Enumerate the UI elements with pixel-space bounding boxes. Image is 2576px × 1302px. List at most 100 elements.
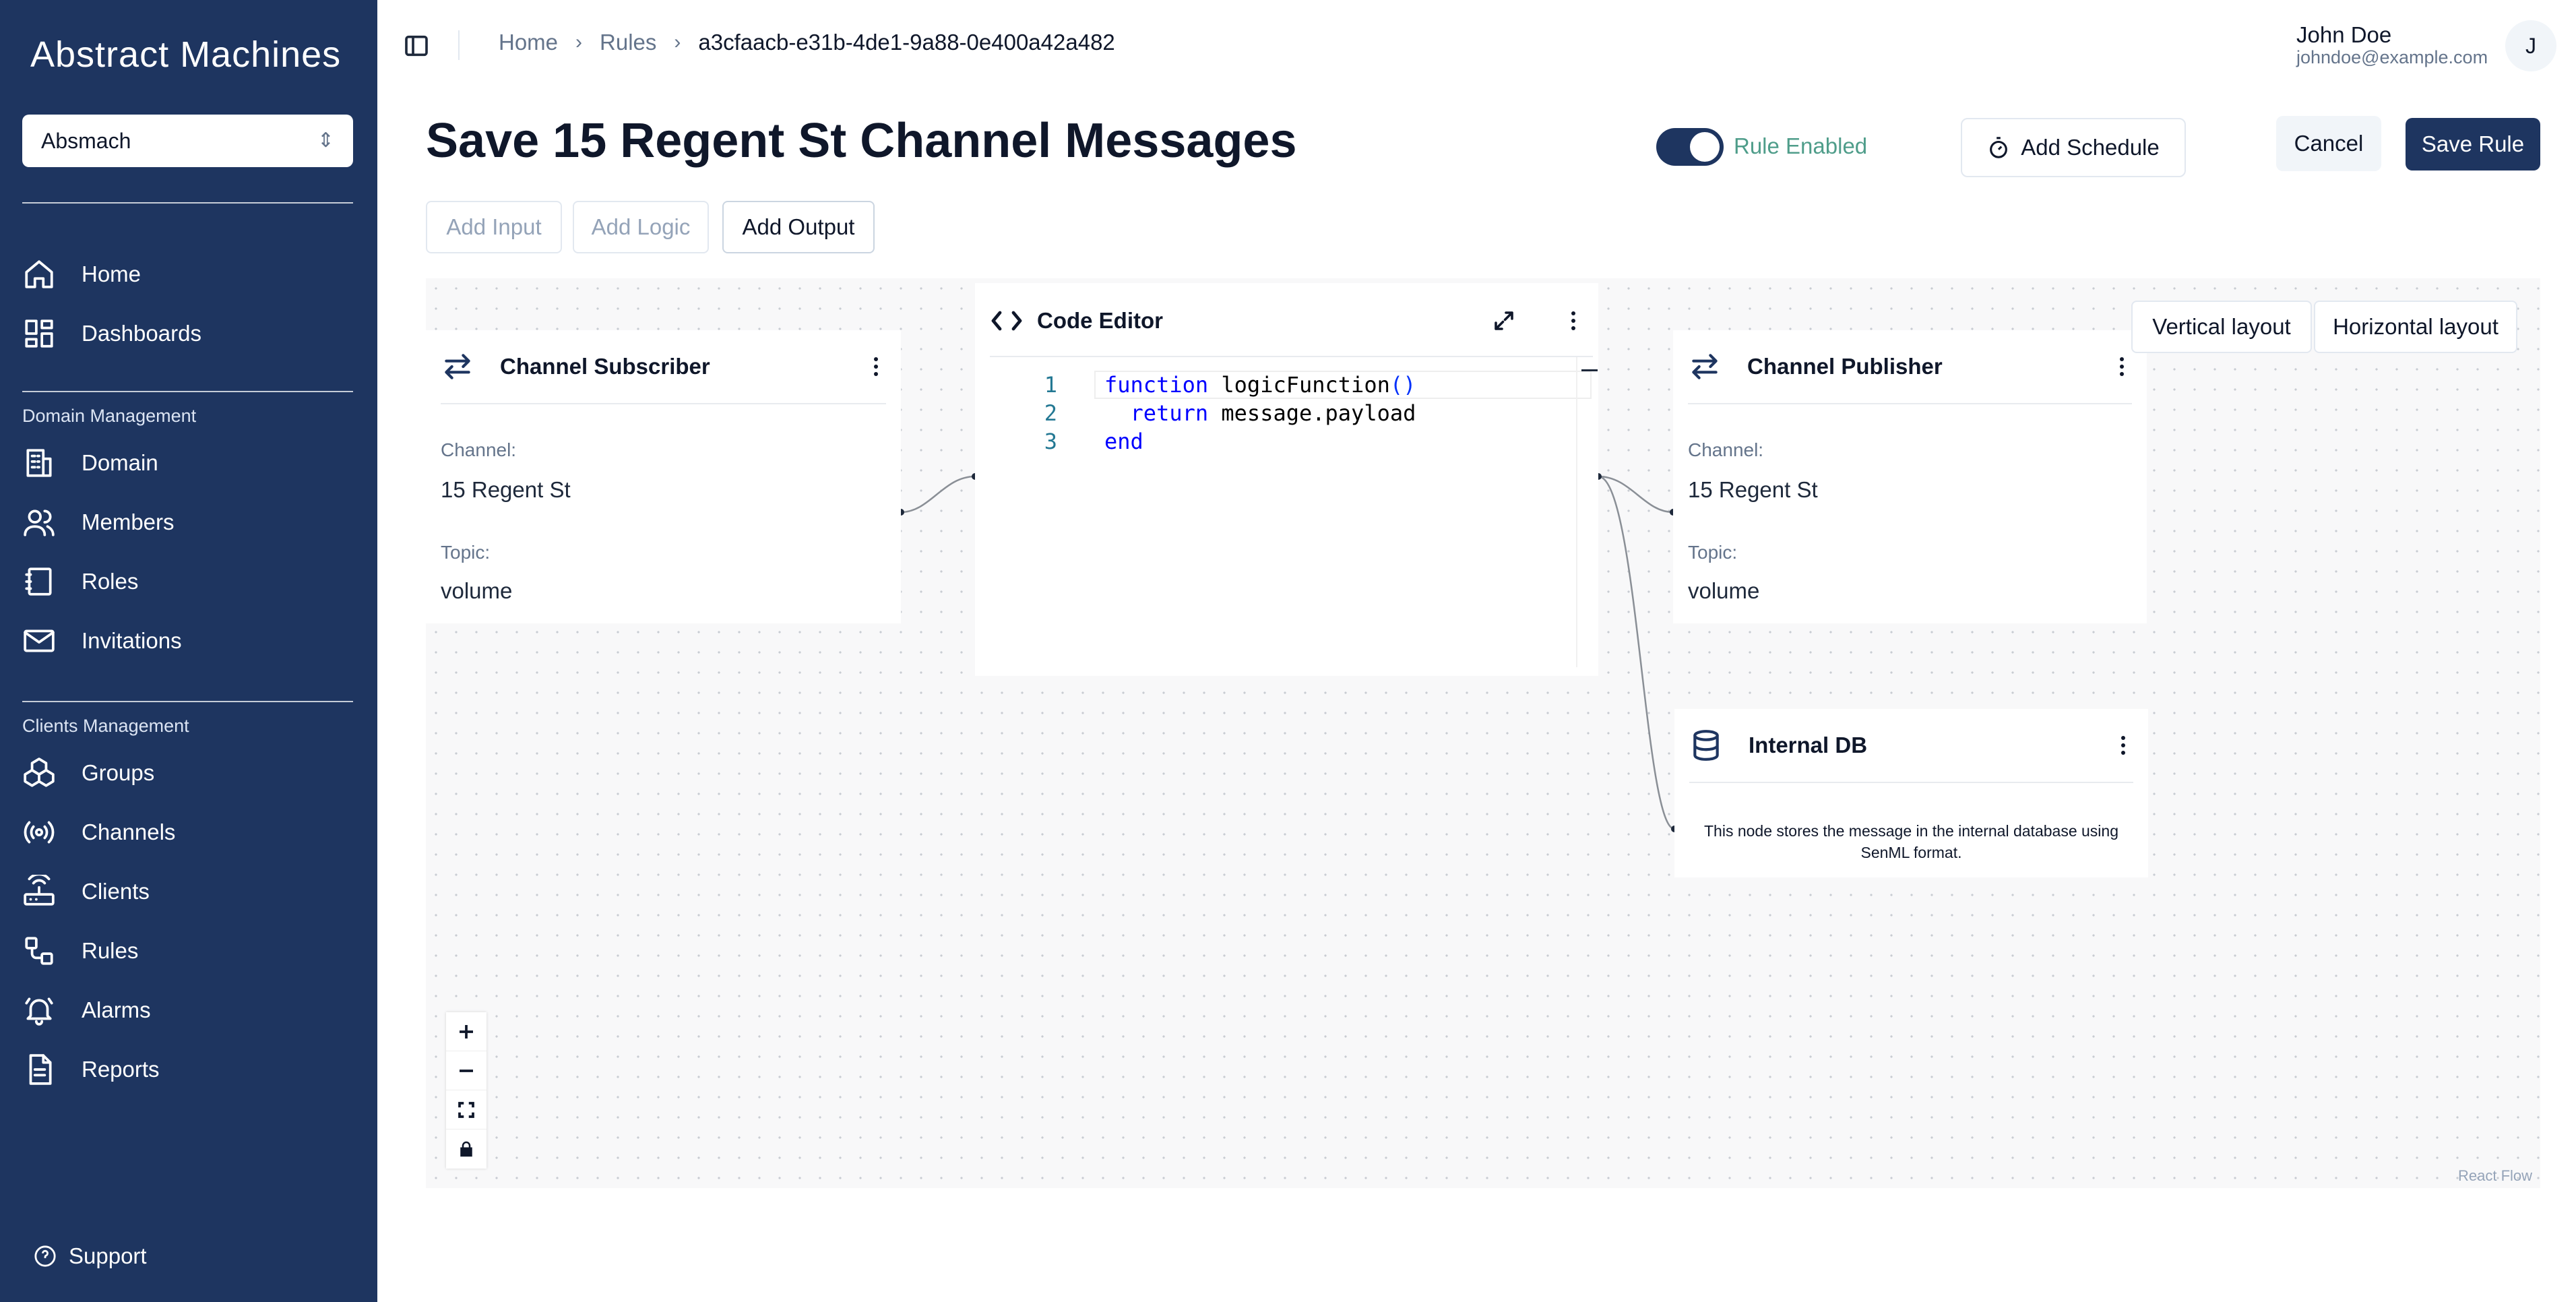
section-title-domain-management: Domain Management (22, 406, 197, 426)
user-name: John Doe (2296, 22, 2392, 47)
sidebar-item-clients[interactable]: Clients (22, 868, 150, 915)
node-description: This node stores the message in the inte… (1704, 822, 2118, 862)
sidebar-item-roles[interactable]: Roles (22, 558, 138, 605)
logo: Abstract Machines (30, 34, 342, 75)
node-channel-subscriber[interactable]: Channel Subscriber Channel: 15 Regent St… (426, 330, 901, 623)
sidebar-item-label: Alarms (82, 997, 151, 1022)
breadcrumb-rules[interactable]: Rules (600, 30, 657, 55)
sidebar-item-label: Rules (82, 938, 139, 963)
support-label: Support (69, 1243, 147, 1268)
add-input-button[interactable]: Add Input (426, 201, 562, 253)
sidebar: Abstract Machines Absmach ⇕ Home Dashboa… (0, 0, 377, 1302)
cancel-button[interactable]: Cancel (2276, 116, 2381, 171)
arrows-exchange-icon (1692, 354, 1718, 379)
rule-enabled-toggle[interactable] (1656, 128, 1724, 166)
sidebar-item-home[interactable]: Home (22, 251, 141, 298)
toggle-sidebar-button[interactable] (403, 32, 430, 59)
support-link[interactable]: Support (34, 1243, 147, 1269)
sidebar-item-reports[interactable]: Reports (22, 1046, 160, 1093)
page-title: Save 15 Regent St Channel Messages (426, 114, 1297, 168)
more-vertical-icon[interactable] (2112, 353, 2132, 380)
editor-scrollbar[interactable] (1576, 357, 1577, 667)
code-text: return message.payload (1130, 400, 1416, 426)
router-icon (24, 875, 55, 906)
section-title-clients-management: Clients Management (22, 716, 189, 736)
topic-label: Topic: (1688, 542, 1738, 563)
sidebar-item-members[interactable]: Members (22, 499, 175, 546)
sidebar-item-domain[interactable]: Domain (22, 439, 158, 487)
radio-icon (24, 821, 55, 844)
save-rule-button[interactable]: Save Rule (2406, 118, 2540, 170)
topic-value: volume (441, 578, 513, 603)
more-vertical-icon[interactable] (1563, 307, 1583, 334)
maximize-icon[interactable] (1492, 309, 1516, 333)
zoom-in-button[interactable] (446, 1012, 486, 1051)
code-text: function logicFunction() (1104, 372, 1416, 398)
lock-icon (460, 1141, 472, 1157)
more-vertical-icon[interactable] (2113, 732, 2133, 759)
breadcrumb-home[interactable]: Home (499, 30, 559, 55)
sidebar-item-label: Members (82, 509, 175, 534)
react-flow-attribution[interactable]: React Flow (2458, 1167, 2533, 1184)
fit-view-button[interactable] (446, 1090, 486, 1129)
sidebar-item-channels[interactable]: Channels (22, 809, 175, 856)
add-schedule-button[interactable]: Add Schedule (1961, 118, 2186, 177)
vertical-layout-button[interactable]: Vertical layout (2131, 301, 2312, 353)
sidebar-item-groups[interactable]: Groups (22, 749, 154, 797)
sidebar-divider (22, 202, 353, 204)
header-separator (458, 30, 460, 60)
user-info[interactable]: John Doe johndoe@example.com (2296, 22, 2488, 68)
channel-label: Channel: (441, 439, 517, 460)
channel-value: 15 Regent St (1688, 477, 1818, 502)
sidebar-item-label: Channels (82, 819, 176, 844)
chevron-up-down-icon: ⇕ (317, 129, 334, 152)
sidebar-item-label: Domain (82, 450, 158, 475)
code-text: end (1104, 429, 1143, 454)
node-channel-publisher[interactable]: Channel Publisher Channel: 15 Regent St … (1673, 330, 2147, 623)
line-number: 2 (1044, 400, 1057, 426)
chevron-right-icon: › (674, 31, 681, 53)
file-icon (29, 1054, 52, 1085)
code-line: 1 function logicFunction() (990, 371, 1583, 399)
dashboard-icon (25, 319, 53, 348)
more-vertical-icon[interactable] (866, 353, 886, 380)
avatar[interactable]: J (2505, 20, 2556, 71)
topic-label: Topic: (441, 542, 491, 563)
user-email: johndoe@example.com (2296, 47, 2488, 68)
code-textarea[interactable]: 1 function logicFunction() 2 return mess… (990, 356, 1598, 673)
toggle-knob (1690, 132, 1720, 162)
editor-minimap-marker (1581, 369, 1598, 371)
node-code-editor[interactable]: Code Editor 1 function logicFunction() 2… (975, 283, 1598, 676)
database-icon (1693, 730, 1719, 761)
horizontal-layout-button[interactable]: Horizontal layout (2314, 301, 2517, 353)
groups-icon (24, 757, 55, 787)
breadcrumb-current: a3cfaacb-e31b-4de1-9a88-0e400a42a482 (698, 30, 1115, 55)
domain-selector[interactable]: Absmach ⇕ (22, 115, 353, 167)
add-output-button[interactable]: Add Output (722, 201, 875, 253)
help-circle-icon (34, 1245, 56, 1267)
sidebar-divider (22, 391, 353, 392)
node-title: Internal DB (1749, 733, 1868, 757)
users-icon (24, 509, 55, 536)
sidebar-item-label: Home (82, 261, 142, 286)
timer-icon (1990, 137, 2008, 158)
lock-button[interactable] (446, 1129, 486, 1169)
domain-selector-value: Absmach (41, 128, 131, 153)
node-title: Channel Publisher (1747, 354, 1943, 379)
node-header: Channel Subscriber (441, 330, 886, 404)
sidebar-item-label: Clients (82, 879, 150, 904)
building-icon (26, 449, 52, 477)
code-line: 2 return message.payload (990, 399, 1583, 427)
topic-value: volume (1688, 578, 1760, 603)
sidebar-item-invitations[interactable]: Invitations (22, 617, 182, 664)
mail-icon (24, 629, 55, 652)
node-internal-db[interactable]: Internal DB This node stores the message… (1674, 709, 2148, 877)
zoom-out-button[interactable] (446, 1051, 486, 1090)
add-logic-button[interactable]: Add Logic (573, 201, 709, 253)
sidebar-item-label: Groups (82, 760, 155, 785)
workflow-icon (25, 937, 53, 965)
sidebar-item-alarms[interactable]: Alarms (22, 987, 151, 1034)
sidebar-item-dashboards[interactable]: Dashboards (22, 310, 201, 357)
sidebar-item-rules[interactable]: Rules (22, 927, 138, 974)
sidebar-item-label: Roles (82, 569, 139, 594)
